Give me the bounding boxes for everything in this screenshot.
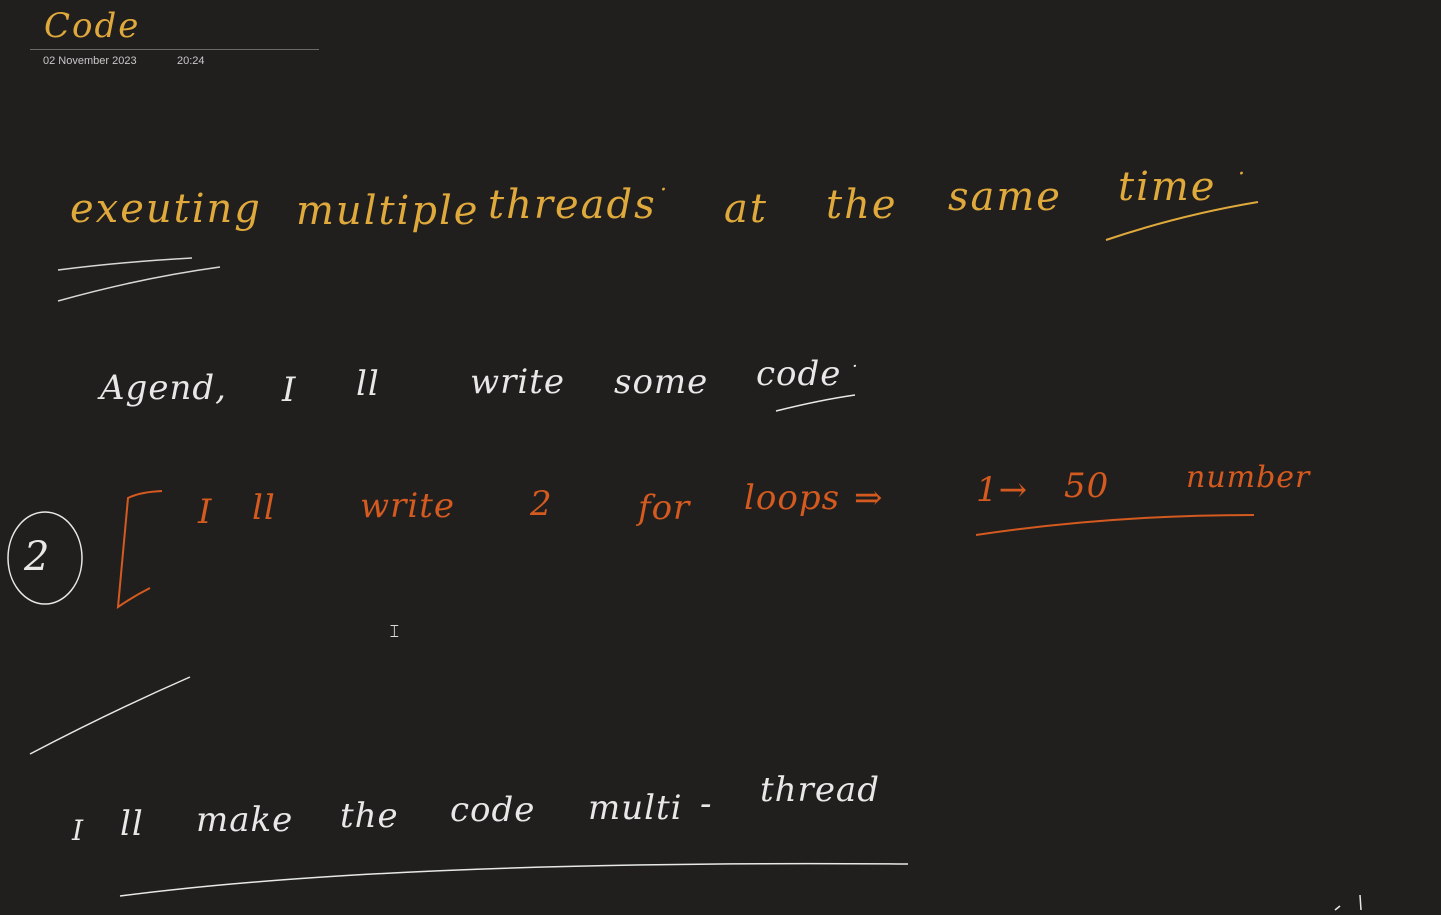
ink-word[interactable]: 50 — [1064, 466, 1110, 506]
circled-number[interactable]: 2 — [24, 534, 51, 580]
ink-fragment — [1334, 905, 1341, 911]
ink-word[interactable]: code — [450, 790, 536, 830]
ink-word[interactable]: the — [826, 182, 898, 228]
ink-word[interactable]: Agend, — [100, 368, 227, 408]
ink-word[interactable]: the — [340, 796, 399, 836]
ink-underline — [1105, 201, 1259, 241]
ink-underline — [119, 862, 909, 897]
ink-word[interactable]: exeuting — [70, 186, 262, 232]
title-divider — [30, 49, 319, 50]
ink-word[interactable]: ⇒ — [854, 478, 884, 518]
text-cursor-icon: 𝙸 — [388, 621, 401, 642]
ink-word[interactable]: I — [198, 492, 213, 532]
ink-fragment — [1359, 894, 1362, 911]
ink-word[interactable]: make — [196, 800, 294, 840]
ink-word[interactable]: ll — [252, 488, 276, 528]
ink-word[interactable]: same — [948, 174, 1062, 220]
ink-circle — [7, 511, 83, 605]
ink-word[interactable]: write — [470, 362, 566, 402]
ink-word[interactable]: threads — [488, 182, 657, 228]
ink-underline — [57, 266, 221, 302]
ink-underline — [975, 514, 1255, 536]
ink-word[interactable]: multiple — [296, 188, 480, 234]
ink-word[interactable]: 2 — [530, 484, 553, 524]
ink-word[interactable]: write — [360, 486, 456, 526]
ink-word[interactable]: · — [1238, 162, 1247, 187]
ink-word[interactable]: for — [638, 488, 691, 528]
ink-word[interactable]: ll — [120, 804, 144, 844]
ink-word[interactable]: · — [660, 178, 669, 203]
ink-word[interactable]: time — [1118, 164, 1217, 210]
ink-word[interactable]: - — [700, 784, 713, 824]
ink-word[interactable]: multi — [588, 788, 683, 828]
ink-underline — [775, 394, 856, 412]
ink-word[interactable]: ll — [356, 364, 380, 404]
ink-word[interactable]: number — [1186, 460, 1311, 495]
page-date: 02 November 2023 — [43, 55, 137, 67]
ink-slash — [29, 676, 191, 755]
ink-word[interactable]: loops — [744, 478, 841, 518]
ink-word[interactable]: I — [72, 814, 85, 847]
ink-bracket — [116, 490, 163, 610]
ink-underline — [57, 257, 193, 271]
ink-word[interactable]: · — [852, 356, 859, 377]
ink-word[interactable]: some — [614, 362, 709, 402]
page-title[interactable]: Code — [44, 6, 141, 46]
page-time: 20:24 — [177, 55, 205, 67]
ink-word[interactable]: at — [724, 186, 768, 232]
ink-word[interactable]: I — [282, 370, 297, 410]
ink-word[interactable]: thread — [760, 770, 880, 810]
ink-word[interactable]: 1→ — [976, 470, 1029, 510]
ink-word[interactable]: code — [756, 354, 842, 394]
